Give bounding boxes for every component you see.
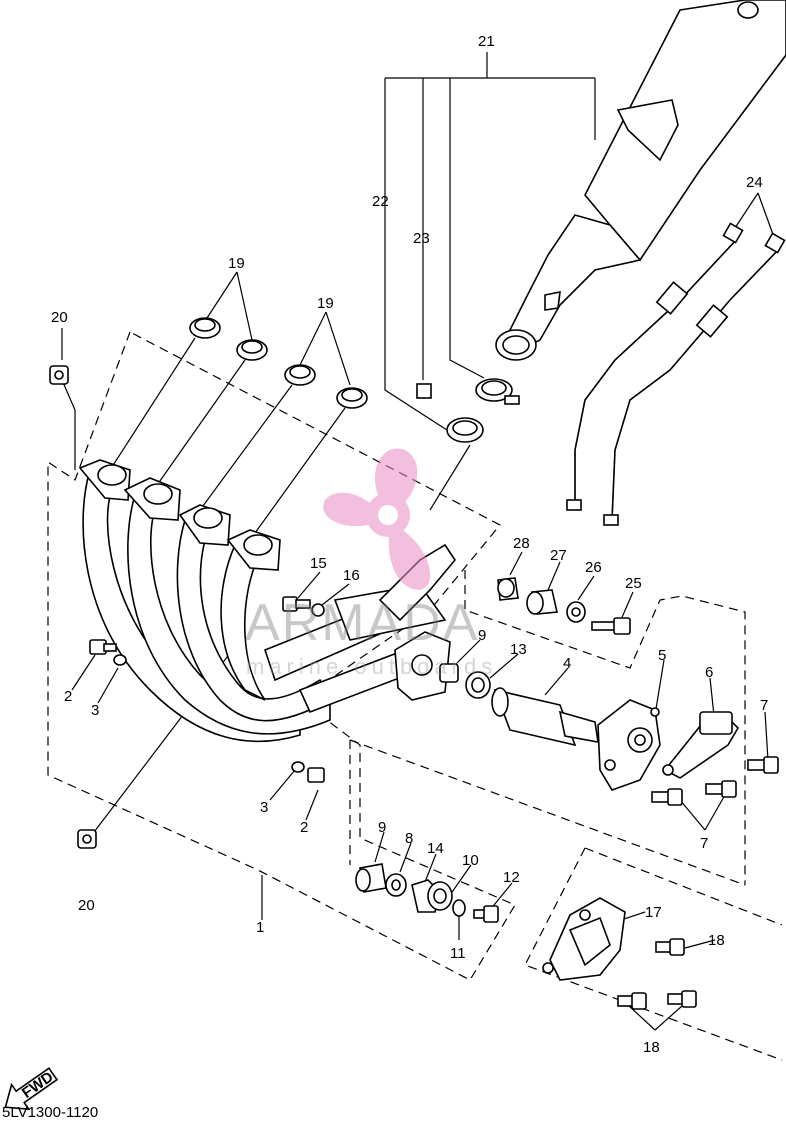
muffler-clamp	[416, 378, 520, 443]
callout-20-top: 20	[51, 309, 68, 326]
callout-3-left: 3	[91, 702, 99, 719]
propeller-logo-icon	[323, 448, 431, 590]
callout-19-right: 19	[317, 295, 334, 312]
callout-20-bottom: 20	[78, 897, 95, 914]
callout-3-bottom: 3	[260, 799, 268, 816]
callout-10: 10	[462, 852, 479, 869]
callout-15: 15	[310, 555, 327, 572]
callout-21: 21	[478, 33, 495, 50]
diagram-code: 5LV1300-1120	[2, 1104, 98, 1121]
throttle-cables	[566, 222, 786, 526]
callout-7-upper: 7	[760, 697, 768, 714]
callout-9-lower: 9	[378, 819, 386, 836]
exhaust-gaskets	[189, 317, 368, 409]
callout-11: 11	[450, 945, 466, 962]
callout-7-lower: 7	[700, 835, 708, 852]
callout-25: 25	[625, 575, 642, 592]
callout-9-upper: 9	[478, 627, 486, 644]
watermark-tagline: marine outboards	[246, 654, 497, 679]
assembly-outlines	[47, 331, 783, 1061]
callout-27: 27	[550, 547, 567, 564]
exup-valve-parts	[491, 687, 740, 981]
callout-6: 6	[705, 664, 713, 681]
callout-5: 5	[658, 647, 666, 664]
callout-18-lower: 18	[643, 1039, 660, 1056]
callout-24: 24	[746, 174, 763, 191]
callout-18-upper: 18	[708, 932, 725, 949]
fasteners	[49, 365, 779, 1010]
callout-23: 23	[413, 230, 430, 247]
callout-22: 22	[372, 193, 389, 210]
callout-14: 14	[427, 840, 444, 857]
callout-1: 1	[256, 919, 264, 936]
callout-2-left: 2	[64, 688, 72, 705]
callout-8: 8	[405, 830, 413, 847]
callout-13: 13	[510, 641, 527, 658]
watermark-brand: ARMADA	[245, 594, 479, 652]
callout-12: 12	[503, 869, 520, 886]
callout-19-left: 19	[228, 255, 245, 272]
callout-2-bottom: 2	[300, 819, 308, 836]
callout-4: 4	[563, 655, 571, 672]
muffler	[495, 0, 786, 361]
callout-labels: 21 22 23 24 19 19 20 20 15 16 28 27 26 2…	[51, 33, 768, 1056]
watermark: ARMADA marine outboards	[245, 448, 497, 679]
callout-28: 28	[513, 535, 530, 552]
callout-17: 17	[645, 904, 662, 921]
callout-26: 26	[585, 559, 602, 576]
callout-16: 16	[343, 567, 360, 584]
exhaust-header	[78, 459, 456, 743]
